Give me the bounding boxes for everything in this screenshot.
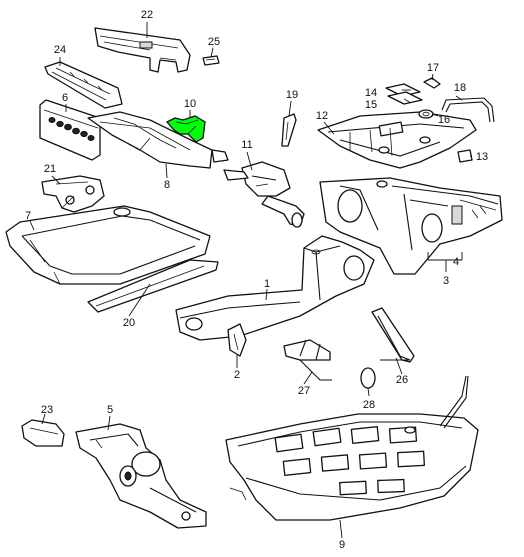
callout-27: 27 [298,385,310,397]
callout-13: 13 [476,151,488,163]
part-24[interactable] [44,61,123,109]
callout-4: 4 [453,256,459,268]
callout-22: 22 [141,9,153,21]
callout-15: 15 [365,99,377,111]
part-21[interactable] [41,175,105,213]
part-28[interactable] [360,367,376,389]
callout-3: 3 [443,275,449,287]
part-10-highlighted[interactable] [165,115,206,143]
part-12[interactable] [317,111,477,169]
part-6[interactable] [39,99,101,161]
part-2[interactable] [227,323,247,357]
callout-28: 28 [363,399,375,411]
callout-8: 8 [164,179,170,191]
callout-7: 7 [25,210,31,222]
callout-6: 6 [62,92,68,104]
callout-9: 9 [339,539,345,551]
callout-16: 16 [438,114,450,126]
part-17[interactable] [423,77,441,89]
part-1[interactable] [175,235,375,341]
callout-1: 1 [264,278,270,290]
part-11[interactable] [223,161,305,228]
callout-20: 20 [123,317,135,329]
callout-19: 19 [286,89,298,101]
callout-26: 26 [396,374,408,386]
part-26[interactable] [371,307,415,363]
part-18[interactable] [441,97,495,123]
part-25[interactable] [202,55,220,66]
part-3-4[interactable] [319,177,503,275]
callout-12: 12 [316,110,328,122]
part-27[interactable] [283,339,332,381]
callout-2: 2 [234,369,240,381]
leader-lines [29,22,472,539]
callout-5: 5 [107,404,113,416]
callout-labels: 22 24 25 6 10 8 21 7 20 11 19 12 14 15 1… [25,9,488,551]
callout-23: 23 [41,404,53,416]
part-7[interactable] [5,205,211,285]
callout-25: 25 [208,36,220,48]
part-15[interactable] [387,91,423,105]
callout-10: 10 [184,98,196,110]
part-5[interactable] [75,423,207,529]
callout-24: 24 [54,44,66,56]
part-20[interactable] [87,259,219,313]
part-16[interactable] [418,109,434,119]
part-13[interactable] [457,149,473,163]
callout-18: 18 [454,82,466,94]
part-23[interactable] [21,419,65,447]
part-8[interactable] [87,111,229,169]
callout-21: 21 [44,163,56,175]
callout-14: 14 [365,87,377,99]
callout-11: 11 [241,139,252,151]
part-9[interactable] [225,375,479,521]
callout-17: 17 [427,62,439,74]
part-22[interactable] [94,27,191,73]
part-19[interactable] [281,113,297,147]
